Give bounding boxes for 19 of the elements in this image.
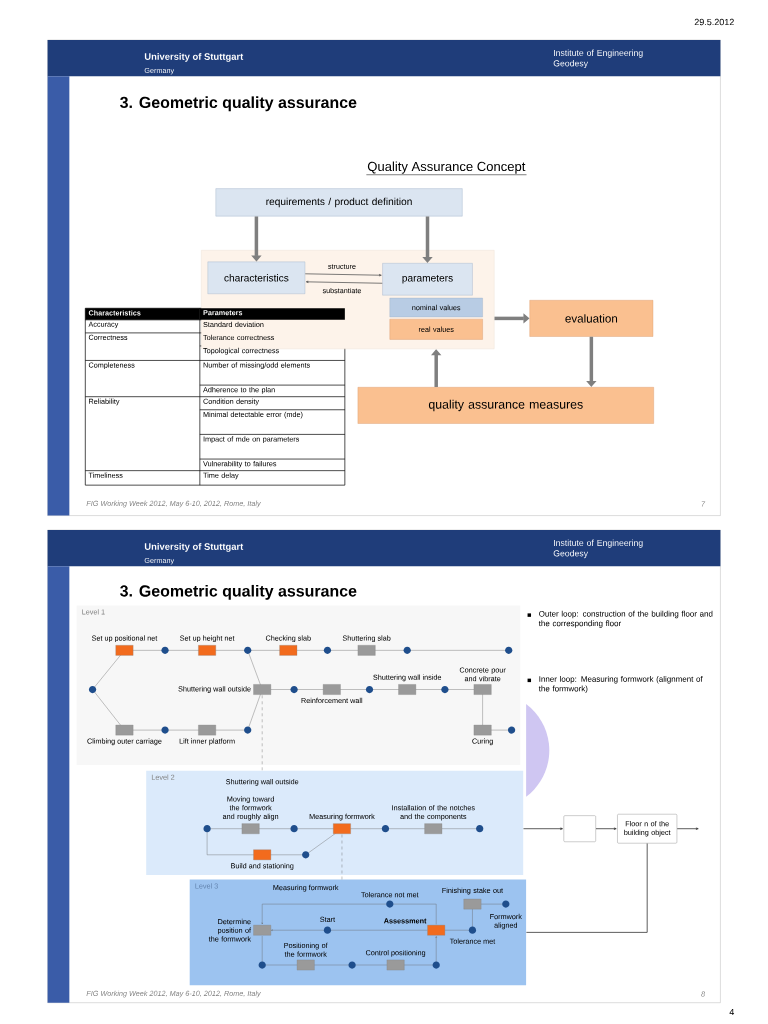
arrow <box>523 827 563 830</box>
arrow <box>676 827 699 830</box>
process-box: parameters <box>382 263 473 296</box>
process-box: requirements / product definition <box>215 188 463 217</box>
arrow <box>595 827 617 830</box>
arrow <box>305 280 383 284</box>
diagram-heading: Quality Assurance Concept <box>366 161 527 175</box>
process-box: evaluation <box>529 300 654 337</box>
process-box: characteristics <box>207 261 306 294</box>
institute-name: Institute of Engineering Geodesy <box>553 539 643 559</box>
process-box: quality assurance measures <box>357 387 654 424</box>
university-name: University of Stuttgart <box>144 53 244 62</box>
university-name: University of Stuttgart <box>144 543 244 552</box>
process-box <box>563 815 596 842</box>
arrow <box>304 273 382 277</box>
date-text: 29.5.2012 <box>694 18 734 26</box>
slide-title: 3. Geometric quality assurance <box>120 96 357 112</box>
page-number: 4 <box>729 1008 735 1016</box>
institute-name: Institute of Engineering Geodesy <box>553 49 643 69</box>
